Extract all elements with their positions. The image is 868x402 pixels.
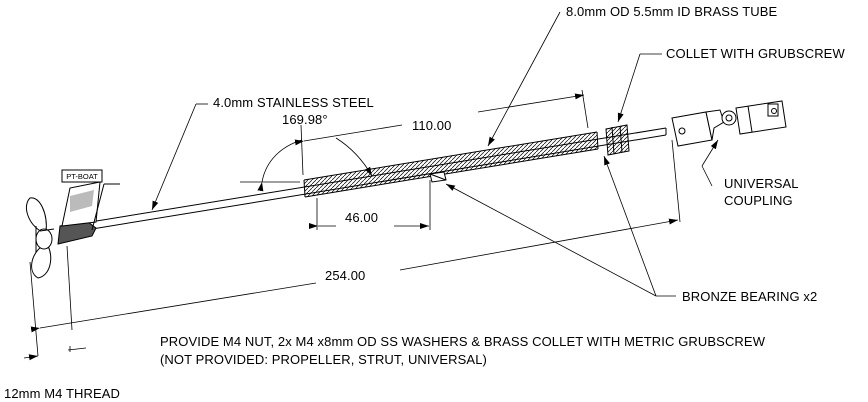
dimension-angle [240,137,373,192]
universal-coupling [671,100,787,147]
tube-length-dimension-value: 110.00 [412,118,452,133]
bearing-offset-dimension-value: 46.00 [345,210,379,225]
note-line-2: (NOT PROVIDED: PROPELLER, STRUT, UNIVERS… [160,352,487,367]
stainless-shaft-callout: 4.0mm STAINLESS STEEL [213,95,374,110]
dimension-thread [23,261,87,361]
collet [605,124,630,156]
bronze-bearing-callout: BRONZE BEARING x2 [682,289,818,304]
leader-lines [151,11,719,297]
brass-tube [303,131,599,198]
bronze-bearing-center [429,171,447,183]
thread-callout: 12mm M4 THREAD [4,386,121,401]
shaft-length-dimension-value: 254.00 [325,268,366,283]
propeller [26,197,55,279]
dimension-bearing-offset [309,180,431,230]
strut-tag: PT-BOAT [66,172,98,181]
angle-dimension-value: 169.98° [282,112,328,127]
universal-coupling-callout-line1: UNIVERSAL [724,176,799,191]
brass-tube-callout: 8.0mm OD 5.5mm ID BRASS TUBE [566,4,778,19]
dimension-tube-length [294,89,589,176]
collet-callout: COLLET WITH GRUBSCREW [666,46,845,61]
dimension-shaft-length [30,139,681,333]
universal-coupling-callout-line2: COUPLING [724,193,793,208]
strut [57,169,120,245]
note-line-1: PROVIDE M4 NUT, 2x M4 x8mm OD SS WASHERS… [160,334,766,349]
